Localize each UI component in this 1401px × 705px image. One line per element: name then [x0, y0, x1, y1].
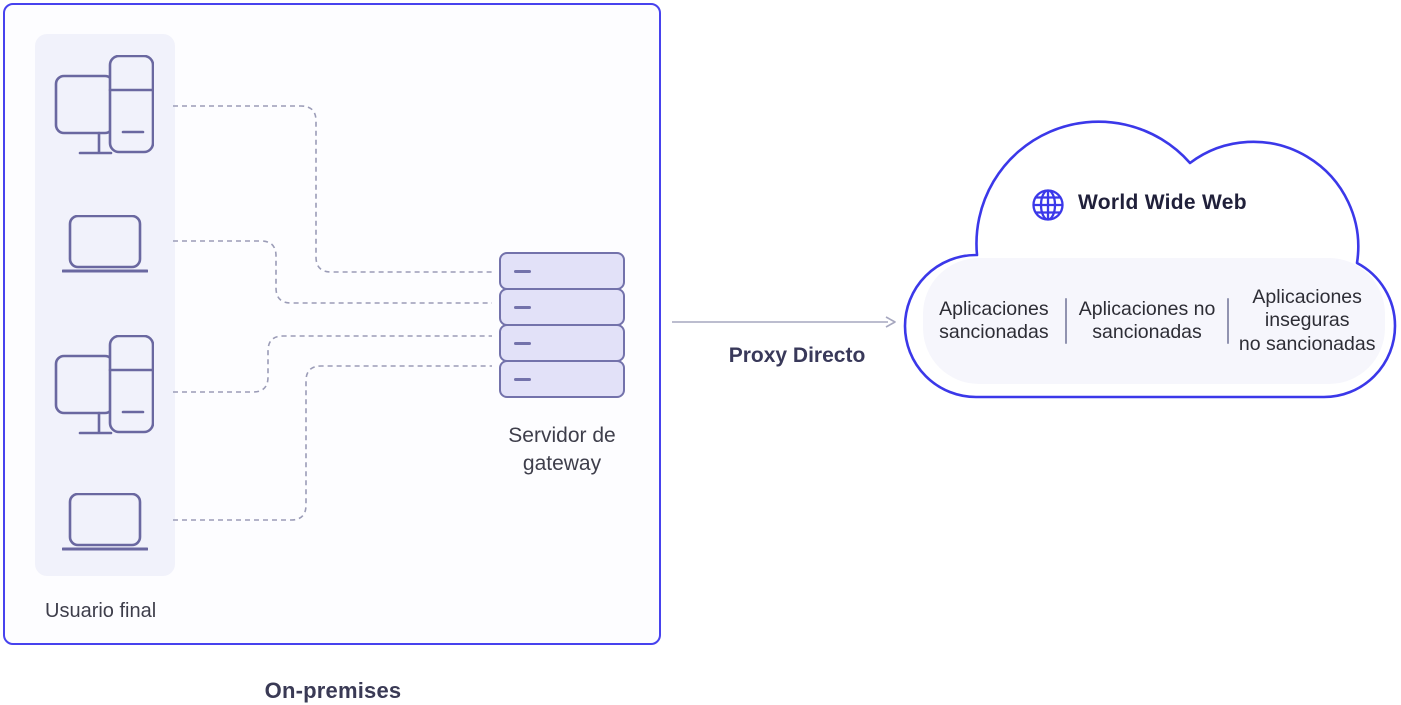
proxy-label-background: [736, 343, 860, 413]
desktop-computer-icon: [54, 335, 154, 435]
laptop-icon: [62, 493, 148, 551]
column-line: sancionadas: [1092, 321, 1202, 343]
cloud-applications-panel: Aplicaciones sancionadas Aplicaciones no…: [923, 258, 1385, 384]
end-user-panel: [35, 34, 175, 576]
slab-dash: [514, 269, 531, 273]
column-line: inseguras: [1264, 309, 1350, 332]
gateway-server-icon: [499, 252, 625, 398]
column-line: Aplicaciones: [939, 297, 1049, 320]
gateway-server-label-line2: gateway: [522, 452, 602, 476]
gateway-server-label: Servidor de gateway: [467, 422, 657, 479]
column-line: Aplicaciones no: [1078, 297, 1216, 320]
slab-dash: [514, 341, 531, 345]
sanctioned-apps-column: Aplicaciones sancionadas: [923, 298, 1065, 345]
column-divider: [1227, 298, 1230, 344]
on-premises-box: Servidor de gateway Usuario final: [3, 3, 661, 645]
laptop-icon: [62, 215, 148, 273]
column-line: sancionadas: [939, 321, 1049, 343]
server-slab: [499, 324, 625, 362]
flow-arrow: [672, 316, 896, 328]
column-divider: [1064, 298, 1067, 344]
world-wide-web-label: World Wide Web: [1078, 191, 1247, 214]
unsafe-unsanctioned-apps-column: Aplicaciones inseguras no sancionadas: [1229, 286, 1385, 356]
proxy-label: Proxy Directo: [728, 344, 866, 367]
desktop-computer-icon: [54, 55, 154, 155]
unsanctioned-apps-column: Aplicaciones no sancionadas: [1067, 298, 1228, 345]
end-user-label: Usuario final: [45, 600, 157, 622]
slab-dash: [514, 377, 531, 381]
server-slab: [499, 252, 625, 290]
column-line: no sancionadas: [1238, 332, 1376, 355]
server-slab: [499, 288, 625, 326]
column-line: Aplicaciones: [1252, 285, 1362, 308]
on-premises-label: On-premises: [264, 678, 402, 703]
slab-dash: [514, 305, 531, 309]
server-slab: [499, 360, 625, 398]
gateway-server-label-line1: Servidor de: [508, 424, 616, 447]
globe-icon: [1032, 189, 1064, 221]
